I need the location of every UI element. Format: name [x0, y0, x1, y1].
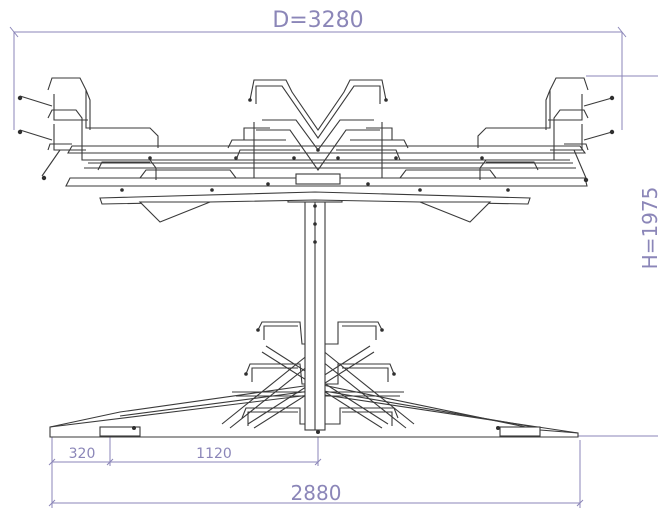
edge-offset-label: 320: [69, 446, 96, 462]
diameter-label: D=3280: [272, 8, 363, 33]
base-width-label: 2880: [291, 481, 342, 505]
height-dimension: H=1975: [540, 75, 658, 437]
upper-seat-inner: [97, 139, 539, 179]
upper-seat-left: [17, 77, 159, 181]
base-dimensions: 320 1120 2880: [48, 426, 584, 508]
height-label: H=1975: [638, 187, 658, 270]
upper-seat-center: [235, 79, 401, 186]
inner-offset-label: 1120: [196, 446, 232, 462]
diameter-dimension: D=3280: [9, 8, 627, 130]
upper-seat-right: [477, 77, 615, 183]
